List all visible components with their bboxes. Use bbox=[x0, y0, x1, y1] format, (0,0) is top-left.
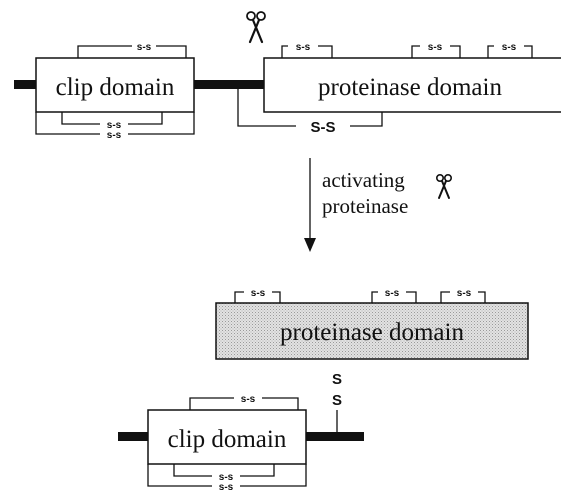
proteinase-domain-label: proteinase domain bbox=[318, 74, 502, 101]
active-clip-bottom-bond-bracket-inner bbox=[173, 464, 275, 477]
active-clip-bottom-bond-1: s-s bbox=[219, 472, 234, 483]
proteinase-bond-bracket-1 bbox=[281, 45, 333, 58]
active-proteinase-bond-bracket-3 bbox=[440, 291, 486, 303]
proteinase-bond-3: s-s bbox=[502, 42, 517, 53]
proteinase-domain-box bbox=[263, 57, 561, 113]
active-proteinase-bond-bracket-2 bbox=[371, 291, 417, 303]
clip-bottom-bond-2: s-s bbox=[107, 130, 122, 141]
arrow-down-icon bbox=[304, 238, 316, 252]
clip-domain-box bbox=[35, 57, 195, 113]
link-s-1: S bbox=[332, 371, 342, 388]
clip-domain-label: clip domain bbox=[56, 74, 175, 101]
proteinase-bond-bracket-3 bbox=[487, 45, 533, 58]
active-clip-top-bond: s-s bbox=[241, 394, 256, 405]
proteinase-bond-1: s-s bbox=[296, 42, 311, 53]
active-proteinase-domain-label: proteinase domain bbox=[280, 319, 464, 346]
active-clip-top-bond-bracket bbox=[189, 397, 299, 410]
activation-step: activating proteinase bbox=[304, 158, 453, 252]
active-clip-bottom-bond-2: s-s bbox=[219, 482, 234, 491]
active-clip-bottom-bond-bracket-outer bbox=[147, 464, 307, 487]
activation-label-line-1: activating bbox=[322, 168, 405, 192]
active-enzyme: proteinase domain s-s s-s s-s S S clip d… bbox=[118, 288, 529, 491]
activation-label-line-2: proteinase bbox=[322, 194, 408, 218]
link-s-2: S bbox=[332, 392, 342, 409]
active-clip-domain-box bbox=[147, 409, 307, 465]
proteinase-bond-2: s-s bbox=[428, 42, 443, 53]
clip-bottom-bond-bracket-outer bbox=[35, 112, 195, 135]
active-backbone-right-tail bbox=[306, 432, 364, 441]
interdomain-bond: S-S bbox=[310, 119, 335, 136]
interdomain-bond-bracket bbox=[237, 89, 383, 127]
active-proteinase-bond-3: s-s bbox=[457, 288, 472, 299]
clip-bottom-bond-1: s-s bbox=[107, 120, 122, 131]
active-proteinase-domain-box bbox=[215, 302, 529, 360]
backbone-left-tail bbox=[14, 80, 36, 89]
active-proteinase-bond-2: s-s bbox=[385, 288, 400, 299]
zymogen: clip domain s-s s-s s-s proteinase domai… bbox=[14, 11, 561, 141]
clip-bottom-bond-bracket-inner bbox=[61, 112, 163, 125]
active-proteinase-bond-bracket-1 bbox=[234, 291, 281, 303]
proteinase-bond-bracket-2 bbox=[411, 45, 461, 58]
scissors-icon bbox=[246, 11, 266, 44]
active-proteinase-bond-1: s-s bbox=[251, 288, 266, 299]
active-clip-domain-label: clip domain bbox=[168, 426, 287, 453]
backbone-linker bbox=[194, 80, 264, 89]
clip-top-bond-bracket bbox=[77, 45, 187, 58]
active-backbone-left-tail bbox=[118, 432, 148, 441]
scissors-icon bbox=[436, 174, 453, 199]
clip-top-bond: s-s bbox=[137, 42, 152, 53]
